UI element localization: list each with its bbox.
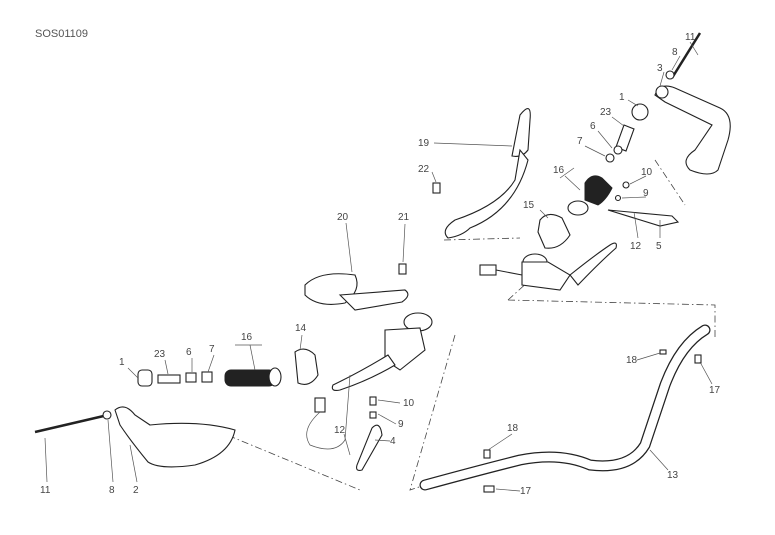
callout-12-left: 12	[334, 425, 346, 436]
handlebar	[419, 324, 711, 493]
callout-3: 3	[657, 63, 663, 74]
master-cylinder-right	[479, 242, 617, 291]
grip-left	[137, 348, 319, 387]
hand-guard-right	[537, 32, 731, 249]
assembly-line	[654, 159, 686, 206]
callout-17-right: 17	[709, 385, 721, 396]
master-cylinder-left	[306, 312, 433, 471]
hand-guard-left	[34, 406, 236, 468]
mirror-left	[304, 263, 409, 311]
callout-7-left: 7	[209, 344, 215, 355]
callout-10-left: 10	[403, 398, 415, 409]
callout-1-left: 1	[119, 357, 125, 368]
callout-22: 22	[418, 164, 430, 175]
callout-13: 13	[667, 470, 679, 481]
callout-19: 19	[418, 138, 430, 149]
callout-12: 12	[630, 241, 642, 252]
callout-16-left: 16	[241, 332, 253, 343]
assembly-line	[507, 279, 716, 340]
callout-15: 15	[523, 200, 535, 211]
assembly-line	[214, 429, 361, 491]
callout-20: 20	[337, 212, 349, 223]
callout-21: 21	[398, 212, 410, 223]
diagram-code: SOS01109	[35, 28, 89, 40]
callout-9-left: 9	[398, 419, 404, 430]
callout-16: 16	[553, 165, 565, 176]
callout-11-left: 11	[40, 485, 51, 496]
callout-6-left: 6	[186, 347, 192, 358]
callout-14: 14	[295, 323, 307, 334]
callout-18: 18	[507, 423, 519, 434]
callout-8-left: 8	[109, 485, 115, 496]
callout-11: 11	[685, 32, 696, 43]
callout-9: 9	[643, 188, 649, 199]
callout-2: 2	[133, 485, 139, 496]
callout-8: 8	[672, 47, 678, 58]
callout-18-right: 18	[626, 355, 638, 366]
callout-23-left: 23	[154, 349, 166, 360]
callout-10: 10	[641, 167, 653, 178]
callout-1: 1	[619, 92, 625, 103]
assembly-line	[409, 334, 471, 491]
callout-6: 6	[590, 121, 596, 132]
callout-23: 23	[600, 107, 612, 118]
callout-4: 4	[390, 436, 396, 447]
callout-7: 7	[577, 136, 583, 147]
callout-17: 17	[520, 486, 532, 497]
assembly-line	[443, 237, 521, 241]
callout-5: 5	[656, 241, 662, 252]
mirror-right	[432, 108, 531, 239]
